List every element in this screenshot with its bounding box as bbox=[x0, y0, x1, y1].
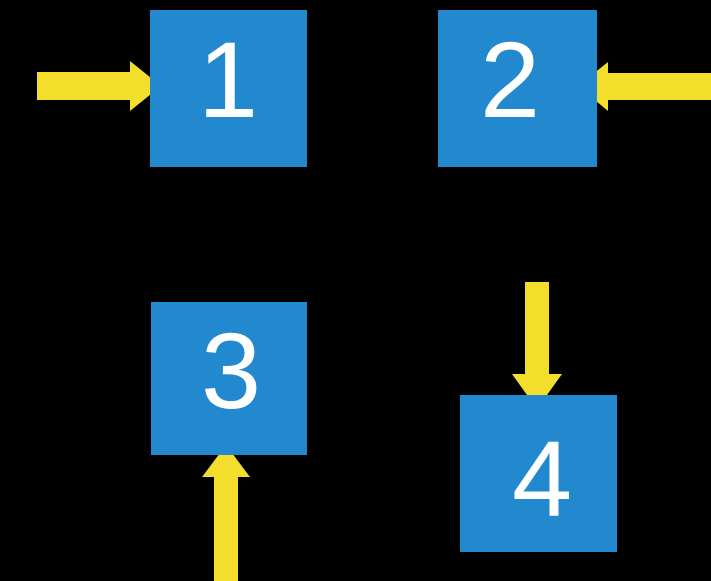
node-label-1: 1 bbox=[198, 19, 259, 140]
node-label-3: 3 bbox=[201, 310, 262, 431]
node-box-2[interactable] bbox=[438, 10, 597, 167]
arrow-down-into-node-4 bbox=[512, 282, 562, 409]
arrow-left-into-node-2 bbox=[578, 62, 711, 111]
node-label-2: 2 bbox=[480, 19, 541, 140]
arrow-right-into-node-1 bbox=[37, 61, 161, 111]
node-box-3[interactable] bbox=[151, 302, 307, 455]
node-box-1[interactable] bbox=[150, 10, 307, 167]
arrow-up-into-node-3 bbox=[202, 445, 250, 581]
node-box-4[interactable] bbox=[460, 395, 617, 552]
node-label-4: 4 bbox=[512, 418, 573, 539]
